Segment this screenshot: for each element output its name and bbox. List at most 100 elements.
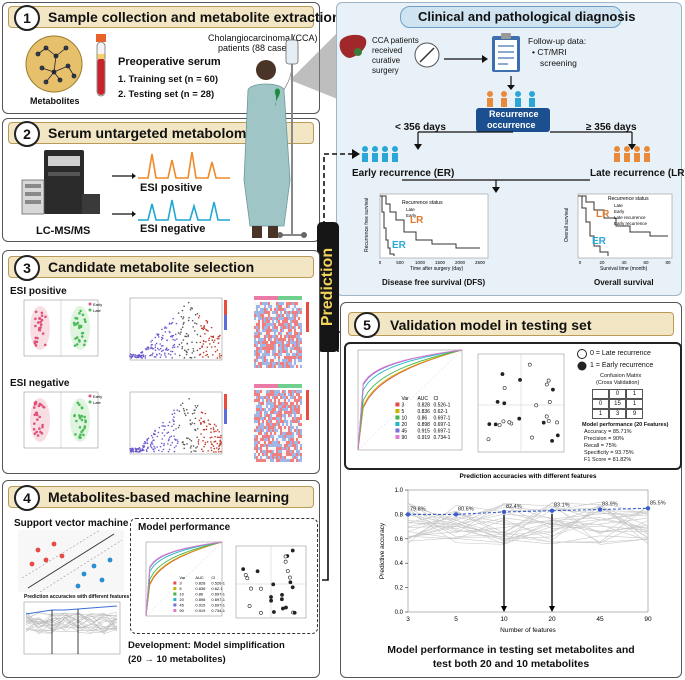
heatmap-cell	[274, 420, 276, 423]
volcano-point	[151, 343, 153, 346]
dfs-x-tick: 500	[396, 260, 404, 265]
heatmap-cell	[268, 417, 270, 420]
volcano-point	[140, 357, 143, 359]
volcano-point	[129, 353, 132, 355]
volcano-point	[202, 420, 205, 423]
panel-2-title: Serum untargeted metabolomics	[48, 125, 266, 141]
heatmap-cell	[284, 390, 286, 393]
heatmap-cell	[296, 320, 298, 323]
heatmap-cell	[284, 399, 286, 402]
heatmap-cell	[254, 459, 256, 462]
heatmap-cell	[296, 459, 298, 462]
heatmap-cell	[258, 456, 260, 459]
heatmap-cell	[272, 432, 274, 435]
heatmap-cell	[292, 453, 294, 456]
heatmap-cell	[256, 314, 258, 317]
heatmap-cell	[278, 429, 280, 432]
acc-xtick-label: 5	[454, 616, 458, 623]
volcano-point	[168, 436, 171, 439]
heatmap-cell	[294, 341, 296, 344]
volcano-point	[188, 438, 191, 441]
volcano-point	[184, 414, 187, 417]
volcano-point	[162, 425, 165, 427]
volcano-point	[187, 334, 190, 336]
acc-fold-line	[407, 513, 649, 543]
volcano-point	[167, 443, 169, 445]
heatmap-cell	[292, 456, 294, 459]
early-point	[36, 434, 40, 437]
heatmap-cell	[278, 411, 280, 414]
late-point	[80, 414, 84, 418]
heatmap-cell	[266, 359, 268, 362]
heatmap-cell	[266, 459, 268, 462]
heatmap-cell	[300, 320, 302, 323]
heatmap-cell	[300, 332, 302, 335]
volcano-point	[194, 313, 197, 316]
early-point	[35, 340, 39, 344]
heatmap-cell	[262, 459, 264, 462]
heatmap-cell	[290, 444, 292, 447]
volcano-point	[149, 443, 152, 446]
heatmap-cell	[296, 338, 298, 341]
heatmap-cell	[282, 347, 284, 350]
roc-table-cell: 0.898	[195, 597, 206, 602]
acc-point-label: 83.9%	[602, 502, 618, 508]
heatmap-cell	[258, 320, 260, 323]
volcano-point	[147, 346, 149, 348]
heatmap-cell	[262, 311, 264, 314]
heatmap-cell	[258, 426, 260, 429]
heatmap-cell	[296, 396, 298, 399]
volcano-point	[170, 350, 172, 353]
volcano-point	[196, 446, 199, 448]
heatmap-cell	[256, 332, 258, 335]
heatmap-cell	[262, 335, 264, 338]
heatmap-cell	[278, 344, 280, 347]
heatmap-cell	[262, 332, 264, 335]
volcano-point	[207, 330, 209, 332]
heatmap-cell	[254, 447, 256, 450]
heatmap-cell	[278, 311, 280, 314]
scatter-point	[283, 559, 288, 564]
panel-2-header	[8, 122, 314, 144]
heatmap-cell	[292, 426, 294, 429]
heatmap-cell	[272, 426, 274, 429]
heatmap-cell	[292, 356, 294, 359]
heatmap-cell	[274, 347, 276, 350]
heatmap-cell	[284, 320, 286, 323]
heatmap-cell	[298, 332, 300, 335]
heatmap-cell	[276, 396, 278, 399]
volcano-point	[202, 439, 204, 442]
heatmap-cell	[292, 399, 294, 402]
heatmap-cell	[266, 311, 268, 314]
volcano-point	[143, 442, 145, 445]
early-point	[41, 425, 44, 429]
volcano-point	[180, 404, 182, 406]
heatmap-cell	[264, 417, 266, 420]
heatmap-cell	[264, 353, 266, 356]
volcano-point	[146, 442, 149, 445]
heatmap-cell	[268, 438, 270, 441]
heatmap-cell	[298, 414, 300, 417]
acc-fold-line	[407, 507, 649, 544]
heatmap-cell	[298, 365, 300, 368]
heatmap-cell	[288, 420, 290, 423]
heatmap-cell	[286, 308, 288, 311]
heatmap-cell	[256, 420, 258, 423]
volcano-point	[190, 445, 192, 447]
heatmap-cell	[292, 420, 294, 423]
volcano-point	[150, 434, 153, 437]
volcano-point	[154, 344, 157, 346]
roc-curve	[357, 349, 463, 451]
heatmap-cell	[300, 311, 302, 314]
heatmap-cell	[290, 308, 292, 311]
heatmap-cell	[274, 441, 276, 444]
heatmap-cell	[300, 459, 302, 462]
heatmap-cell	[284, 326, 286, 329]
heatmap-cell	[294, 302, 296, 305]
heatmap-cell	[286, 335, 288, 338]
volcano-point	[200, 327, 203, 330]
roc-table-cell: 0.828	[417, 403, 430, 409]
heatmap-cell	[280, 338, 282, 341]
volcano-point	[195, 406, 198, 409]
heatmap-cell	[262, 438, 264, 441]
